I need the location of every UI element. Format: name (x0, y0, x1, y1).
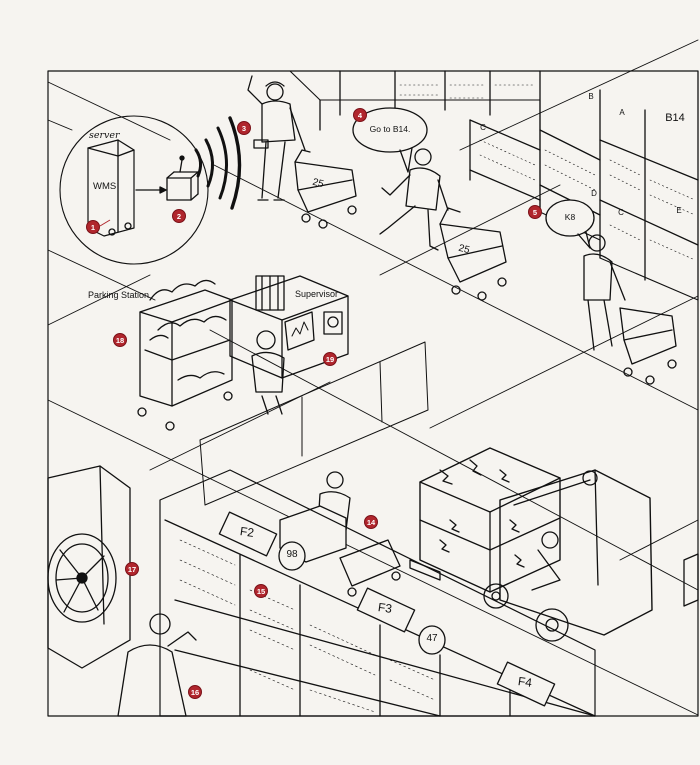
speech-k8-text: K8 (564, 212, 576, 222)
wms-label: WMS (93, 181, 117, 192)
rack-top (289, 70, 699, 301)
callout-4: 4 (353, 108, 367, 122)
callout-1: 1 (86, 220, 100, 234)
callout-14: 14 (364, 515, 378, 529)
rack-front-bins (179, 539, 436, 713)
worker-front (117, 613, 197, 717)
worker-waving (247, 75, 306, 201)
server-label: server (89, 130, 120, 141)
wireless-signal-icon (194, 116, 242, 210)
cart-25-b (439, 207, 507, 301)
ventilation-unit (47, 465, 131, 669)
callout-3: 3 (237, 121, 251, 135)
supervisor-desk (229, 275, 349, 415)
callout-2: 2 (172, 209, 186, 223)
worker-running (379, 148, 449, 251)
rack-front (159, 469, 596, 717)
wms-server-group (59, 115, 209, 265)
callout-15: 15 (254, 584, 268, 598)
worker-picking (583, 234, 626, 351)
callout-19: 19 (323, 352, 337, 366)
callout-16: 16 (188, 685, 202, 699)
shelf-tag-b: B (588, 92, 594, 101)
callout-17: 17 (125, 562, 139, 576)
worker-packing (279, 471, 401, 597)
shelf-tag-c2: C (618, 208, 624, 217)
cart-25-a (294, 149, 357, 229)
shelf-tag-c: C (480, 123, 486, 132)
slot-tag-47: 47 (426, 633, 438, 644)
slot-tag-98: 98 (286, 549, 298, 560)
shelf-tag-b14: B14 (665, 112, 685, 124)
speech-bubble-go-to (352, 107, 428, 173)
partition-wall (199, 341, 429, 506)
parking-station (137, 279, 233, 431)
forklift (409, 447, 653, 642)
shelf-tag-d: D (591, 189, 597, 198)
callout-5: 5 (528, 205, 542, 219)
parking-station-label: Parking Station (88, 290, 150, 300)
speech-bubble-k8 (545, 199, 595, 249)
callout-18: 18 (113, 333, 127, 347)
rack-top-bins (399, 84, 696, 261)
shelf-tag-e: E (676, 206, 682, 215)
supervisor-label: Supervisor (295, 289, 339, 299)
cart-right (619, 307, 677, 385)
vehicle-edge (683, 553, 699, 607)
speech-go-to-text: Go to B14. (369, 124, 411, 134)
shelf-tag-a: A (619, 108, 625, 117)
